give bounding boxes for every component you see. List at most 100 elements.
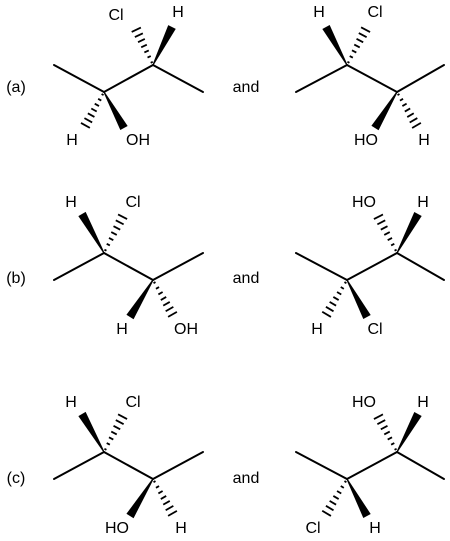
carbon-chain-bond: [346, 252, 398, 281]
hash-stroke: [347, 60, 350, 64]
hashed-bond: [397, 93, 422, 129]
hash-stroke: [117, 413, 128, 420]
atom-h: H: [66, 132, 78, 149]
carbon-chain-bond: [53, 252, 105, 281]
hash-stroke: [351, 49, 357, 54]
hash-stroke: [373, 213, 384, 220]
hash-stroke: [383, 430, 391, 436]
hash-stroke: [353, 43, 361, 49]
atom-cl: Cl: [305, 520, 320, 537]
hash-stroke: [106, 243, 111, 247]
hash-stroke: [113, 425, 121, 431]
atom-cl: Cl: [367, 4, 382, 21]
carbon-chain-bond: [103, 252, 154, 281]
hash-stroke: [390, 442, 395, 446]
hash-stroke: [332, 296, 340, 301]
hash-stroke: [394, 248, 397, 252]
hash-stroke: [397, 93, 400, 96]
connector-and: and: [233, 470, 260, 487]
hash-stroke: [110, 231, 118, 236]
wedge-bond: [103, 91, 128, 131]
hash-stroke: [165, 505, 174, 512]
hash-stroke: [101, 93, 104, 96]
hash-stroke: [94, 102, 100, 107]
hash-stroke: [383, 231, 391, 236]
hash-stroke: [325, 306, 334, 313]
hash-stroke: [80, 122, 91, 129]
hashed-bond: [80, 93, 104, 129]
carbon-chain-bond: [295, 252, 348, 281]
hash-stroke: [108, 237, 114, 241]
hash-stroke: [349, 55, 354, 59]
hash-stroke: [380, 425, 388, 431]
hash-stroke: [360, 26, 371, 33]
atom-ho: HO: [105, 520, 129, 537]
hashed-bond: [321, 281, 347, 318]
carbon-chain-bond: [346, 451, 398, 480]
hash-stroke: [113, 225, 121, 231]
hashed-bond: [373, 413, 397, 451]
hash-stroke: [390, 243, 395, 247]
hash-stroke: [376, 419, 386, 425]
row-label: (a): [6, 79, 26, 96]
atom-cl: Cl: [108, 7, 123, 24]
hash-stroke: [143, 49, 150, 54]
carbon-chain-bond: [152, 252, 204, 281]
hash-stroke: [90, 107, 98, 113]
hash-stroke: [147, 55, 152, 59]
atom-h: H: [172, 4, 184, 21]
wedge-bond: [322, 24, 348, 66]
hash-stroke: [97, 98, 102, 102]
hashed-bond: [153, 281, 178, 318]
atom-h: H: [369, 520, 381, 537]
carbon-chain-bond: [396, 64, 445, 93]
hash-stroke: [87, 112, 95, 118]
carbon-chain-bond: [295, 64, 348, 93]
hash-stroke: [104, 447, 107, 451]
hash-stroke: [153, 281, 156, 284]
carbon-chain-bond: [396, 451, 445, 480]
hash-stroke: [321, 509, 332, 517]
carbon-chain-bond: [152, 451, 204, 480]
connector-and: and: [233, 79, 260, 96]
carbon-chain-bond: [103, 451, 154, 480]
hash-stroke: [157, 490, 164, 495]
hash-stroke: [160, 495, 167, 500]
carbon-chain-bond: [53, 64, 105, 93]
atom-h: H: [116, 321, 128, 338]
hash-stroke: [160, 296, 167, 301]
carbon-chain-bond: [152, 64, 204, 93]
hash-stroke: [325, 505, 334, 512]
wedge-bond: [126, 279, 154, 320]
hash-stroke: [404, 107, 411, 113]
hash-stroke: [117, 213, 128, 220]
hash-stroke: [332, 495, 340, 500]
wedge-bond: [346, 279, 371, 319]
hash-stroke: [137, 38, 146, 43]
hash-stroke: [108, 436, 114, 441]
hash-stroke: [155, 286, 160, 290]
wedge-bond: [346, 478, 371, 518]
hash-stroke: [401, 102, 408, 107]
row-label: (c): [7, 470, 26, 487]
hashed-bond: [321, 480, 347, 517]
atom-cl: Cl: [125, 394, 140, 411]
hashed-bond: [104, 213, 128, 252]
atom-h: H: [65, 194, 77, 211]
hash-stroke: [343, 480, 347, 483]
atom-h: H: [311, 321, 323, 338]
hashed-bond: [373, 213, 397, 252]
hash-stroke: [387, 436, 393, 441]
hash-stroke: [106, 442, 111, 446]
atom-h: H: [417, 194, 429, 211]
atom-h: H: [65, 394, 77, 411]
hash-stroke: [131, 26, 142, 33]
hash-stroke: [356, 38, 364, 44]
hash-stroke: [329, 500, 337, 506]
